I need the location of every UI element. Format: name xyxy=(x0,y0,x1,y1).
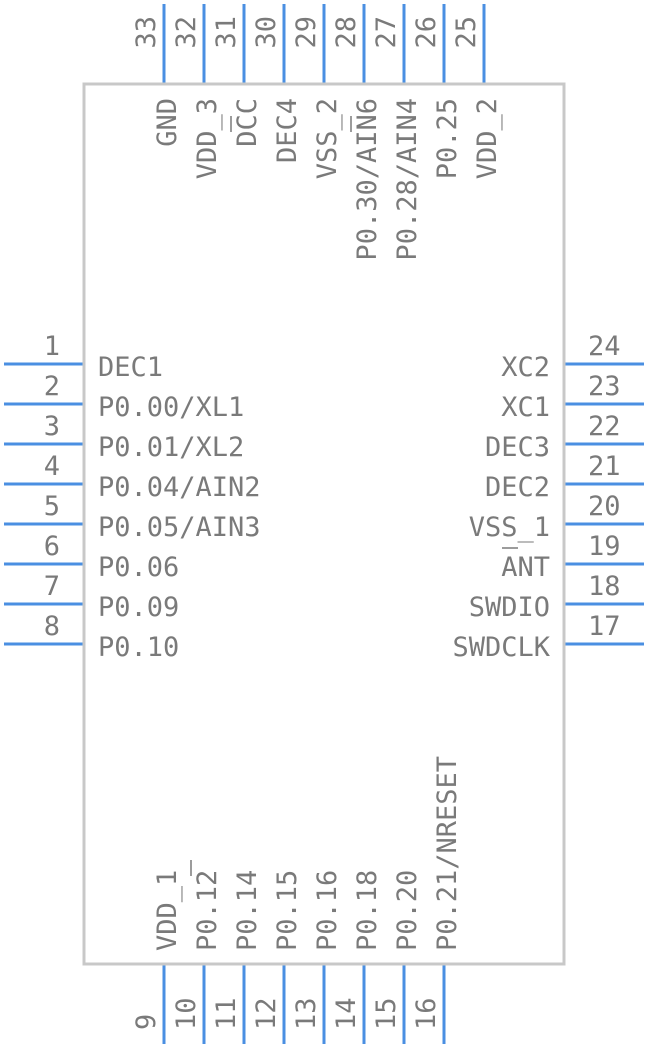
pin-name: VSS_1 xyxy=(469,512,550,543)
pin-name: P0.12 xyxy=(192,870,223,951)
pin-number: 4 xyxy=(44,451,60,482)
pin-number: 13 xyxy=(291,997,322,1030)
right-pins xyxy=(564,362,644,646)
pin-number: 28 xyxy=(331,16,362,49)
pin-number: 3 xyxy=(44,411,60,442)
pin-number: 27 xyxy=(371,16,402,49)
pin-number: 16 xyxy=(411,997,442,1030)
pin-number: 2 xyxy=(44,371,60,402)
pin-name: SWDIO xyxy=(469,592,550,623)
top-pins xyxy=(162,4,486,84)
pin-number: 1 xyxy=(44,331,60,362)
pin-number: 33 xyxy=(131,16,162,49)
pin-number: 9 xyxy=(131,1014,162,1030)
pin-number: 21 xyxy=(588,451,621,482)
pin-name: P0.18 xyxy=(352,870,383,951)
pin-name: P0.16 xyxy=(312,870,343,951)
pin-name: P0.21/NRESET xyxy=(432,756,463,951)
pin-number: 18 xyxy=(588,571,621,602)
pin-number: 32 xyxy=(171,16,202,49)
pin-name: P0.30/AIN6 xyxy=(352,98,383,261)
pin-name: P0.14 xyxy=(232,870,263,951)
pin-number: 5 xyxy=(44,491,60,522)
pin-name: P0.06 xyxy=(98,552,179,583)
pin-number: 6 xyxy=(44,531,60,562)
pin-name: VDD_1 xyxy=(152,870,183,951)
pin-number: 22 xyxy=(588,411,621,442)
bottom-pins xyxy=(162,964,446,1044)
pin-name: SWDCLK xyxy=(452,632,550,663)
pin-number: 26 xyxy=(411,16,442,49)
top-pin-numbers: 33 32 31 30 29 28 27 26 25 xyxy=(131,16,482,49)
pin-name: P0.20 xyxy=(392,870,423,951)
right-pin-numbers: 24 23 22 21 20 19 18 17 xyxy=(588,331,621,642)
pin-number: 14 xyxy=(331,997,362,1030)
pin-name: P0.25 xyxy=(432,98,463,179)
pin-number: 20 xyxy=(588,491,621,522)
pin-number: 8 xyxy=(44,611,60,642)
bottom-pin-names: VDD_1 P0.12 P0.14 P0.15 P0.16 P0.18 P0.2… xyxy=(152,756,463,951)
pin-number: 31 xyxy=(211,16,242,49)
pin-name: P0.01/XL2 xyxy=(98,432,244,463)
left-pins xyxy=(4,362,84,646)
pin-name: DEC4 xyxy=(272,98,303,163)
pin-name: VDD_2 xyxy=(472,98,503,179)
pin-name: P0.10 xyxy=(98,632,179,663)
pin-number: 10 xyxy=(171,997,202,1030)
pin-number: 12 xyxy=(251,997,282,1030)
pin-name: DEC3 xyxy=(485,432,550,463)
left-pin-names: DEC1 P0.00/XL1 P0.01/XL2 P0.04/AIN2 P0.0… xyxy=(98,352,261,663)
pin-number: 25 xyxy=(451,16,482,49)
pin-number: 19 xyxy=(588,531,621,562)
pin-name: ANT xyxy=(501,552,550,583)
pin-number: 15 xyxy=(371,997,402,1030)
pin-name: DEC1 xyxy=(98,352,163,383)
pin-number: 29 xyxy=(291,16,322,49)
pin-name: XC1 xyxy=(501,392,550,423)
pin-name: P0.15 xyxy=(272,870,303,951)
pin-name: VDD_3 xyxy=(192,98,223,179)
pin-name: P0.00/XL1 xyxy=(98,392,244,423)
pin-number: 17 xyxy=(588,611,621,642)
bottom-pin-numbers: 9 10 11 12 13 14 15 16 xyxy=(131,997,442,1030)
pin-name: P0.28/AIN4 xyxy=(392,98,423,261)
pin-number: 11 xyxy=(211,997,242,1030)
component-body xyxy=(82,82,566,966)
pin-name: VSS_2 xyxy=(312,98,343,179)
pin-name: P0.09 xyxy=(98,592,179,623)
left-pin-numbers: 1 2 3 4 5 6 7 8 xyxy=(44,331,60,642)
pin-name: P0.04/AIN2 xyxy=(98,472,261,503)
pin-number: 24 xyxy=(588,331,621,362)
pin-name: DEC2 xyxy=(485,472,550,503)
pin-name: XC2 xyxy=(501,352,550,383)
pin-number: 30 xyxy=(251,16,282,49)
pin-number: 23 xyxy=(588,371,621,402)
top-pin-names: GND VDD_3 DCC DEC4 VSS_2 P0.30/AIN6 P0.2… xyxy=(152,98,503,261)
pin-name: DCC xyxy=(232,98,263,147)
right-pin-names: XC2 XC1 DEC3 DEC2 VSS_1 ANT SWDIO SWDCLK xyxy=(452,352,550,663)
pin-name: GND xyxy=(152,98,183,147)
pin-name: P0.05/AIN3 xyxy=(98,512,261,543)
pin-number: 7 xyxy=(44,571,60,602)
